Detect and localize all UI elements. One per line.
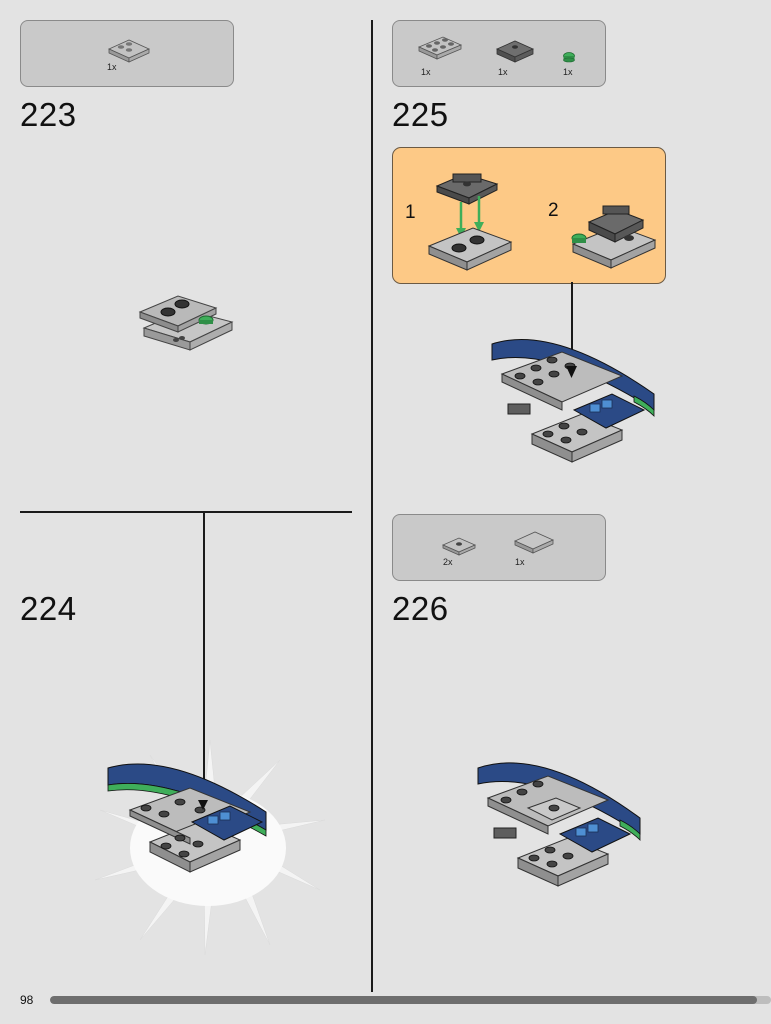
part-qty: 1x <box>498 67 508 77</box>
substep-2-image <box>571 205 657 269</box>
substep-number-1: 1 <box>405 202 416 223</box>
part-qty: 1x <box>421 67 431 77</box>
round-1x1-green-icon <box>563 52 575 63</box>
tile-2x2-icon <box>514 531 554 554</box>
page-progress-fill <box>50 996 757 1004</box>
plate-2x3-icon <box>417 36 463 60</box>
part-qty: 1x <box>563 67 573 77</box>
part-qty: 1x <box>107 62 117 72</box>
step-225-build-image <box>491 339 655 463</box>
parts-box-step-225: 1x 1x 1x <box>392 20 606 87</box>
substep-1-image <box>427 173 513 271</box>
step-number-225: 225 <box>392 96 449 133</box>
page-progress-bar <box>50 996 771 1004</box>
part-qty: 2x <box>443 557 453 567</box>
column-divider <box>371 20 373 992</box>
substep-number-2: 2 <box>548 200 559 221</box>
page-number: 98 <box>20 993 34 1007</box>
plate-with-clip-icon <box>496 40 534 63</box>
step-224-build-image <box>94 739 326 956</box>
step-number-223: 223 <box>20 96 77 133</box>
parts-box-step-223: 1x <box>20 20 234 87</box>
step-226-build-image <box>477 762 641 887</box>
jumper-plate-icon <box>442 537 476 556</box>
row-divider-left <box>20 511 352 513</box>
parts-box-step-226: 2x 1x <box>392 514 606 581</box>
part-qty: 1x <box>515 557 525 567</box>
step-number-226: 226 <box>392 590 449 627</box>
sub-assembly-callout: 1 2 <box>392 147 666 284</box>
step-number-224: 224 <box>20 590 77 627</box>
step-223-build-image <box>138 295 234 351</box>
step-225-pointer-line <box>571 282 573 377</box>
plate-2x2-corner-icon <box>108 39 150 63</box>
step-224-pointer-line <box>203 511 205 801</box>
